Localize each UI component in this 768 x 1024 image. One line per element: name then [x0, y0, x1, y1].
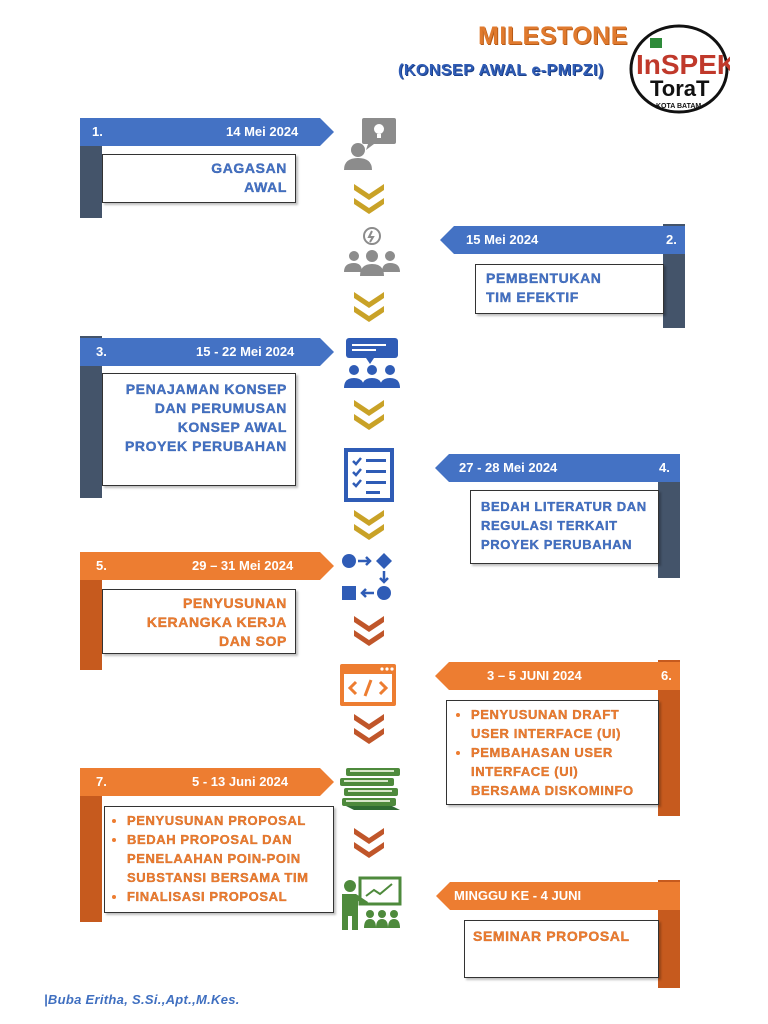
milestone-6-bullet-1: PENYUSUNAN DRAFT USER INTERFACE (UI) [471, 705, 651, 743]
logo-text-top: InSPEK [636, 49, 730, 80]
chevron-down-icon [354, 400, 384, 430]
chevron-down-icon [354, 510, 384, 540]
milestone-2-header: 15 Mei 2024 2. [440, 226, 685, 254]
code-window-icon [340, 664, 396, 706]
milestone-6-number: 6. [661, 668, 672, 683]
milestone-7-header: 7. 5 - 13 Juni 2024 [80, 768, 334, 796]
milestone-4-header: 27 - 28 Mei 2024 4. [435, 454, 680, 482]
chevron-down-icon [354, 616, 384, 646]
lightbulb-person-icon [344, 118, 396, 170]
teacher-board-icon [342, 876, 402, 930]
books-icon [340, 768, 400, 810]
chevron-down-icon [354, 292, 384, 322]
logo-emblem: InSPEK ToraT KOTA BATAM [629, 24, 737, 114]
milestone-7-bullet-1: PENYUSUNAN PROPOSAL [127, 811, 331, 830]
page-title: MILESTONE [478, 22, 628, 50]
milestone-2-line-1: PEMBENTUKAN [486, 270, 602, 286]
inspektorat-logo: InSPEK ToraT KOTA BATAM [628, 24, 737, 114]
milestone-5-header: 5. 29 – 31 Mei 2024 [80, 552, 334, 580]
chevron-down-icon [354, 828, 384, 858]
team-idea-icon [344, 227, 400, 276]
milestone-8-header: MINGGU KE - 4 JUNI [436, 882, 680, 910]
milestone-3-header: 3. 15 - 22 Mei 2024 [80, 338, 334, 366]
milestone-5-box: PENYUSUNAN KERANGKA KERJA DAN SOP [102, 589, 296, 654]
milestone-1-line-2: AWAL [244, 179, 287, 195]
workflow-icon [342, 553, 392, 600]
milestone-4-number: 4. [659, 460, 670, 475]
logo-caption: KOTA BATAM [656, 103, 701, 110]
milestone-3-line-2: DAN PERUMUSAN [154, 400, 287, 416]
milestone-2-number: 2. [666, 232, 677, 247]
milestone-2-line-2: TIM EFEKTIF [486, 289, 579, 305]
milestone-7-bullet-2: BEDAH PROPOSAL DAN PENELAAHAN POIN-POIN … [127, 830, 331, 887]
presentation-group-icon [344, 338, 400, 388]
milestone-1-box: GAGASAN AWAL [102, 154, 296, 203]
milestone-4-box: BEDAH LITERATUR DAN REGULASI TERKAIT PRO… [470, 490, 659, 564]
milestone-1-line-1: GAGASAN [211, 160, 287, 176]
milestone-7-bullet-3: FINALISASI PROPOSAL [127, 887, 331, 906]
author-credit: |Buba Eritha, S.Si.,Apt.,M.Kes. [44, 992, 240, 1007]
milestone-4-line-2: REGULASI TERKAIT [481, 518, 618, 533]
milestone-8-box: SEMINAR PROPOSAL [464, 920, 659, 978]
milestone-2-date: 15 Mei 2024 [466, 232, 539, 247]
milestone-2-box: PEMBENTUKAN TIM EFEKTIF [475, 264, 664, 314]
milestone-6-header: 3 – 5 JUNI 2024 6. [435, 662, 680, 690]
milestone-1-number: 1. [92, 124, 103, 139]
milestone-3-line-4: PROYEK PERUBAHAN [124, 438, 287, 454]
milestone-6-box: PENYUSUNAN DRAFT USER INTERFACE (UI) PEM… [446, 700, 659, 805]
milestone-7-date: 5 - 13 Juni 2024 [192, 774, 289, 789]
milestone-5-number: 5. [96, 558, 107, 573]
milestone-4-line-3: PROYEK PERUBAHAN [481, 537, 633, 552]
milestone-5-date: 29 – 31 Mei 2024 [192, 558, 294, 573]
milestone-3-box: PENAJAMAN KONSEP DAN PERUMUSAN KONSEP AW… [102, 373, 296, 486]
page-subtitle: (KONSEP AWAL e-PMPZI) [398, 62, 604, 79]
milestone-5-line-2: KERANGKA KERJA [146, 614, 287, 630]
milestone-3-line-1: PENAJAMAN KONSEP [125, 381, 287, 397]
chevron-down-icon [354, 184, 384, 214]
logo-text-bottom: ToraT [650, 76, 710, 101]
milestone-4-date: 27 - 28 Mei 2024 [459, 460, 558, 475]
milestone-1-header: 1. 14 Mei 2024 [80, 118, 334, 146]
milestone-1-date: 14 Mei 2024 [226, 124, 299, 139]
milestone-7-number: 7. [96, 774, 107, 789]
milestone-8-line-1: SEMINAR PROPOSAL [473, 928, 630, 944]
milestone-3-number: 3. [96, 344, 107, 359]
milestone-5-line-1: PENYUSUNAN [182, 595, 287, 611]
milestone-3-bar [80, 336, 102, 498]
milestone-6-bar [658, 660, 680, 816]
milestone-7-bar [80, 768, 102, 922]
milestone-5-bar [80, 552, 102, 670]
milestone-3-date: 15 - 22 Mei 2024 [196, 344, 295, 359]
milestone-8-date: MINGGU KE - 4 JUNI [454, 888, 582, 903]
milestone-6-bullet-2: PEMBAHASAN USER INTERFACE (UI) BERSAMA D… [471, 743, 651, 800]
milestone-7-box: PENYUSUNAN PROPOSAL BEDAH PROPOSAL DAN P… [104, 806, 334, 913]
milestone-3-line-3: KONSEP AWAL [177, 419, 287, 435]
milestone-5-line-3: DAN SOP [219, 633, 287, 649]
milestone-4-bar [658, 454, 680, 578]
milestone-4-line-1: BEDAH LITERATUR DAN [481, 499, 647, 514]
checklist-icon [344, 448, 394, 502]
milestone-6-date: 3 – 5 JUNI 2024 [487, 668, 582, 683]
chevron-down-icon [354, 714, 384, 744]
